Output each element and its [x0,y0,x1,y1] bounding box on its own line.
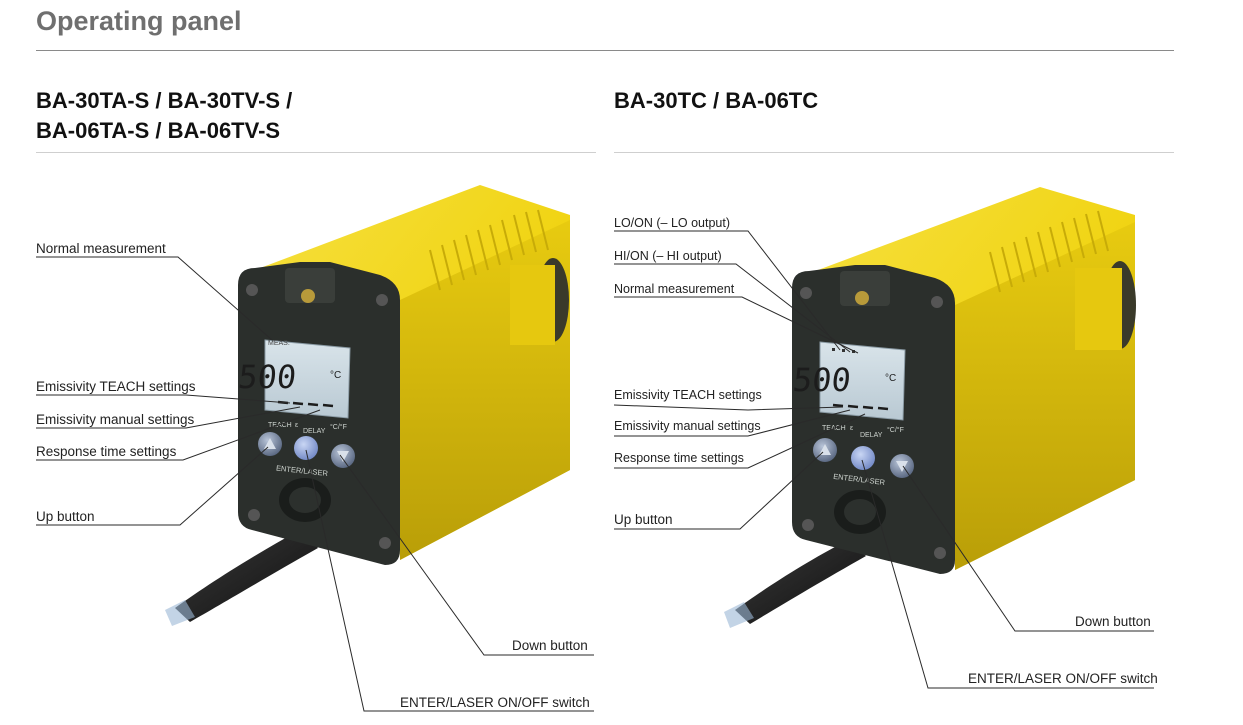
left-label-down: Down button [512,638,588,653]
right-label-down: Down button [1075,614,1151,629]
left-panel-delay-text: DELAY [303,428,326,435]
right-device: 500 °C TEACH ε DELAY °C/°F ENTER/LASER [724,187,1136,628]
left-panel-teach-text: TEACH [268,422,292,429]
left-panel-e-text: ε [295,422,298,429]
right-leader-lines [613,230,1154,689]
right-label-up: Up button [614,512,673,527]
left-device: MEAS. 500 °C TEACH ε DELAY °C/°F ENTER/L… [165,185,570,626]
right-enter-button[interactable] [851,446,875,470]
left-leader-lines [36,256,594,712]
left-label-normal: Normal measurement [36,241,166,256]
right-label-manual: Emissivity manual settings [614,419,761,433]
right-cable [735,540,866,624]
left-lcd-value: 500 [236,358,298,396]
right-panel-delay-text: DELAY [860,432,883,439]
right-label-response: Response time settings [614,451,744,465]
page-title: Operating panel [36,6,242,36]
left-down-button[interactable] [331,444,355,468]
left-heading-line-1: BA-30TA-S / BA-30TV-S / [36,88,293,113]
left-cable [175,530,318,622]
right-down-button[interactable] [890,454,914,478]
title-divider [36,50,1174,51]
left-label-up: Up button [36,509,95,524]
right-lcd-unit: °C [885,373,896,384]
left-enter-button[interactable] [294,436,318,460]
left-label-manual: Emissivity manual settings [36,412,195,427]
right-lcd [819,341,906,421]
left-heading-line-2: BA-06TA-S / BA-06TV-S [36,118,281,143]
right-lcd-value: 500 [791,361,853,399]
right-label-lo: LO/ON (– LO output) [614,216,730,230]
down-arrow-icon [896,461,908,472]
right-front-bezel [792,265,955,574]
right-label-enter: ENTER/LASER ON/OFF switch [968,671,1158,686]
right-heading: BA-30TC / BA-06TC [614,88,819,113]
right-panel-cf-text: °C/°F [887,426,904,434]
left-lcd-mode: MEAS. [268,340,290,347]
right-label-normal: Normal measurement [614,282,735,296]
right-panel-e-text: ε [850,425,853,432]
right-label-hi: HI/ON (– HI output) [614,249,722,263]
left-lcd-unit: °C [330,370,341,381]
down-arrow-icon [337,451,349,462]
left-label-teach: Emissivity TEACH settings [36,379,196,394]
up-arrow-icon [264,438,276,449]
left-heading: BA-30TA-S / BA-30TV-S / BA-06TA-S / BA-0… [36,86,292,146]
left-label-enter: ENTER/LASER ON/OFF switch [400,695,590,710]
right-label-teach: Emissivity TEACH settings [614,388,762,402]
left-heading-divider [36,152,596,153]
left-label-response: Response time settings [36,444,177,459]
left-lcd [264,339,351,419]
right-heading-divider [614,152,1174,153]
left-panel-cf-text: °C/°F [330,423,347,431]
